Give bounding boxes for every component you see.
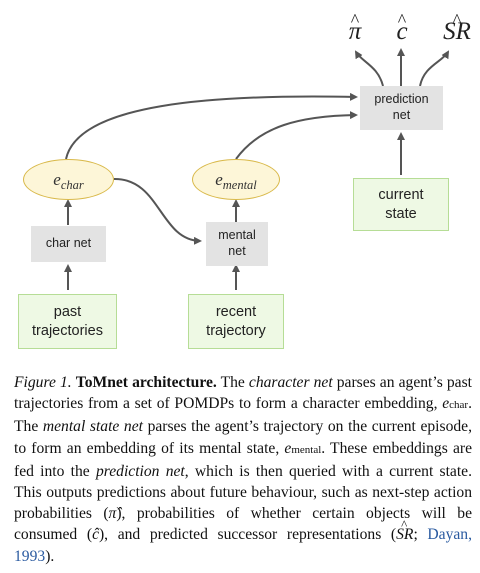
figure-title: ToMnet architecture. — [75, 374, 217, 391]
symbol-pi-hat: π̂ — [108, 505, 117, 523]
past-trajectories: past trajectories — [18, 294, 117, 349]
arrow-echar-to-mentalnet — [113, 177, 202, 245]
symbol-sr-hat: ^SR — [396, 517, 414, 544]
term-mental-state-net: mental state net — [42, 418, 143, 436]
arrow-emental-to-pred — [235, 111, 358, 160]
term-character-net: character net — [248, 374, 333, 391]
citation-link[interactable]: Dayan, 1993 — [14, 526, 473, 565]
recent-trajectory: recent trajectory — [188, 294, 284, 349]
e-mental-label: emental — [215, 169, 257, 192]
current-state: current state — [353, 178, 449, 231]
term-prediction-net: prediction net — [95, 462, 185, 480]
e-char-embedding: echar — [23, 159, 114, 200]
char-net: char net — [31, 226, 106, 262]
figure-label: Figure 1. — [14, 374, 72, 391]
arrow-echar-to-pred — [65, 92, 358, 160]
output-sr-hat: ^SR — [443, 10, 471, 45]
prediction-net: prediction net — [360, 86, 443, 130]
symbol-c-hat: ĉ — [92, 526, 99, 544]
figure-caption: Figure 1. ToMnet architecture. The chara… — [14, 374, 473, 565]
architecture-diagram: ^π ^c ^SR prediction net current state e… — [18, 10, 471, 349]
e-char-label: echar — [53, 169, 84, 192]
arrow-pred-to-pi — [354, 50, 384, 87]
symbol-e-mental: emental — [284, 439, 322, 457]
mental-net: mental net — [206, 222, 268, 266]
diagram-arrows — [64, 48, 450, 290]
symbol-e-char: echar — [442, 395, 469, 413]
e-mental-embedding: emental — [192, 159, 280, 200]
arrow-pred-to-sr — [419, 50, 450, 87]
output-pi-hat: ^π — [348, 10, 362, 45]
output-c-hat: ^c — [396, 10, 408, 45]
